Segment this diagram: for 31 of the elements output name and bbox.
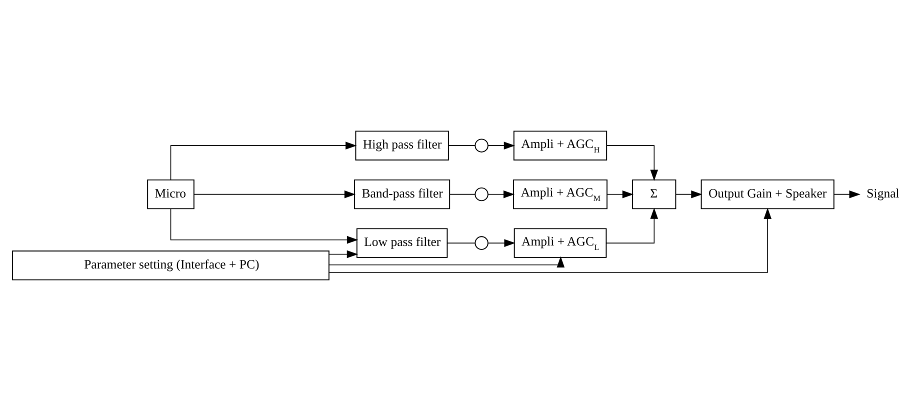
arrow [606, 208, 658, 244]
node-text: Signal [866, 186, 900, 200]
arrow [170, 142, 357, 180]
node-box: Ampli + AGC$_{H}$ [513, 130, 608, 160]
arrow [606, 145, 658, 181]
connector [449, 194, 476, 195]
node-box: Output Gain + Speaker [700, 179, 834, 210]
arrow [328, 256, 565, 268]
node-box: Low pass filter [356, 228, 448, 258]
connector [448, 145, 476, 146]
arrow [170, 208, 358, 244]
node-box: Σ [632, 179, 676, 210]
node-circle [474, 138, 488, 152]
arrow [488, 190, 515, 198]
node-circle [474, 236, 488, 250]
node-box: Micro [147, 179, 194, 210]
node-box: Ampli + AGC$_{M}$ [513, 179, 608, 210]
arrow [606, 190, 634, 198]
arrow [488, 239, 516, 247]
arrow [328, 208, 772, 273]
node-box: High pass filter [355, 130, 449, 160]
arrow [834, 190, 860, 198]
connector [447, 242, 476, 244]
arrow [328, 250, 358, 258]
node-box: Parameter setting (Interface + PC) [12, 250, 330, 280]
node-box: Band-pass filter [354, 179, 450, 210]
node-circle [474, 187, 488, 202]
arrow [675, 190, 702, 198]
arrow [194, 190, 356, 198]
arrow [488, 142, 516, 150]
node-box: Ampli + AGC$_{L}$ [514, 228, 607, 258]
